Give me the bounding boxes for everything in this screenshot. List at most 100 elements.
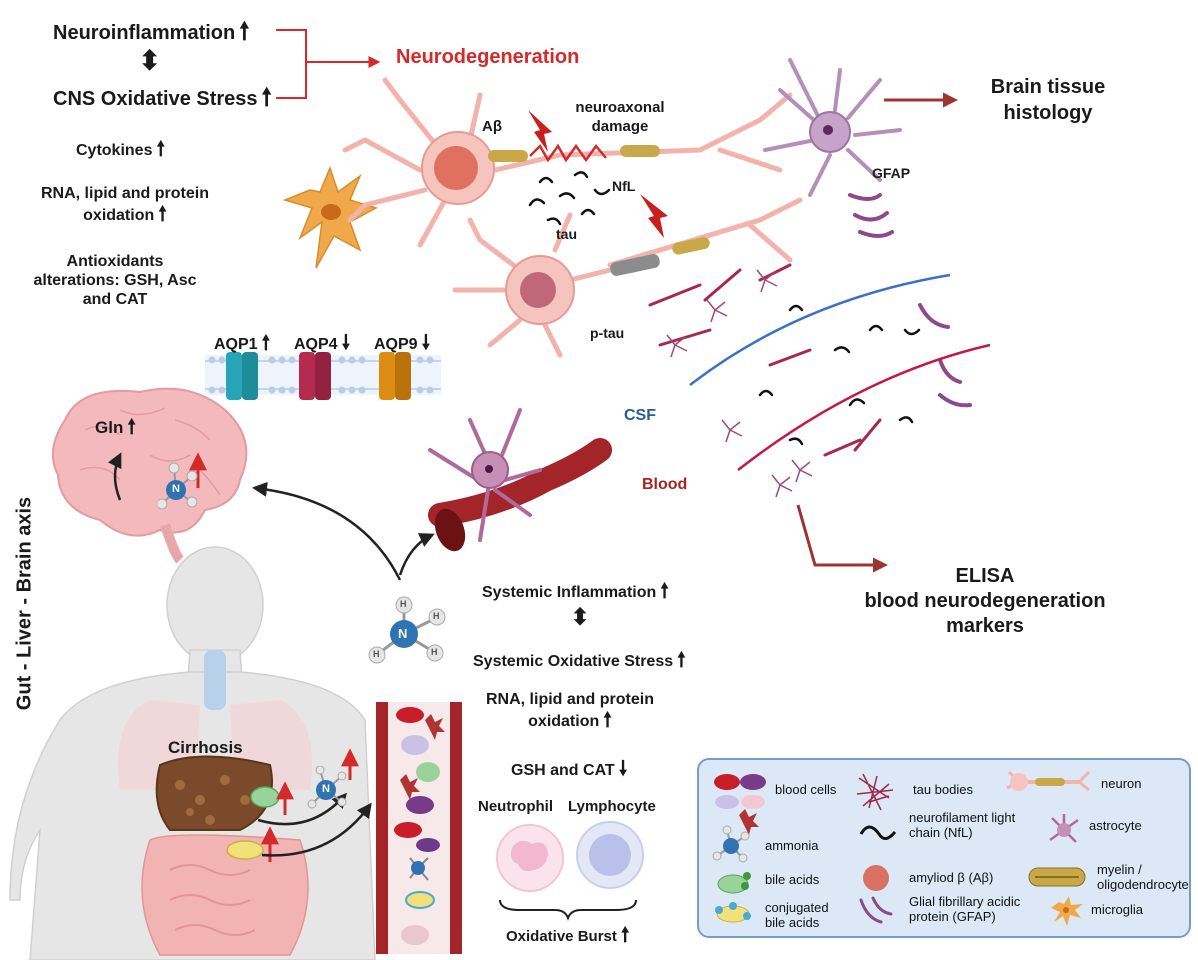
elisa-line-2: blood neurodegeneration xyxy=(864,590,1106,612)
legend-amyloid: amyliod β (Aβ) xyxy=(909,870,994,885)
legend-neuron-icon xyxy=(1006,770,1091,792)
ammonia-arrows xyxy=(252,481,435,581)
legend-ammonia: ammonia xyxy=(765,838,819,853)
oxidative-burst-brace xyxy=(499,899,637,921)
legend-nfl-icon xyxy=(859,825,897,840)
down-arrow-icon: 🠗 xyxy=(341,332,351,354)
gut-arrows xyxy=(257,748,372,857)
aqp9-channel xyxy=(379,352,411,400)
ammonia-molecule: N H H H H xyxy=(364,596,454,666)
systemic-oxidative-stress-label: Systemic Oxidative Stress🠕 xyxy=(473,645,686,679)
organs xyxy=(118,650,312,956)
legend-ammonia-icon xyxy=(712,825,750,863)
neuroaxonal-line-2: damage xyxy=(591,118,649,135)
blood-label: Blood xyxy=(642,476,688,493)
legend-amyloid-icon xyxy=(863,865,889,891)
aqp1-channel xyxy=(226,352,258,400)
elisa-line-1: ELISA xyxy=(955,565,1015,587)
biomarker-fragments xyxy=(648,263,921,498)
neuroaxonal-line-1: neuroaxonal xyxy=(575,99,665,116)
aqp9-label: AQP9🠗 xyxy=(374,328,430,362)
microglia-cell xyxy=(282,165,378,269)
lymphocyte-cell xyxy=(576,821,644,889)
systemic-oxidation-label: RNA, lipid and protein oxidation🠕 xyxy=(470,690,670,732)
legend-myelin-icon xyxy=(1028,867,1086,887)
up-arrow-icon: 🠕 xyxy=(620,924,630,946)
bidirectional-arrow-icon: ⬍ xyxy=(570,604,591,631)
histology-line-2: histology xyxy=(1003,102,1093,124)
legend-gfap: Glial fibrillary acidic protein (GFAP) xyxy=(909,894,1020,924)
neurodegeneration-bracket xyxy=(276,29,381,99)
systemic-oxidation-line-1: RNA, lipid and protein xyxy=(486,691,654,708)
gut-liver-brain-axis-label: Gut - Liver - Brain axis xyxy=(13,496,36,711)
down-arrow-icon: 🠗 xyxy=(618,758,628,780)
gfap-label: GFAP xyxy=(872,165,911,181)
up-arrow-icon: 🠕 xyxy=(677,649,686,671)
cirrhosis-label: Cirrhosis xyxy=(168,738,243,757)
hydrogen-atom-label: H xyxy=(431,647,438,657)
legend-astrocyte: astrocyte xyxy=(1089,818,1142,833)
brain-illustration xyxy=(51,387,248,564)
legend-bile-acids: bile acids xyxy=(765,872,820,887)
ammonia-in-vessel xyxy=(409,857,429,881)
legend-gfap-line-2: protein (GFAP) xyxy=(909,909,996,924)
neuron-amyloid xyxy=(342,77,793,248)
nitrogen-atom-label: N xyxy=(322,783,330,795)
nfl-fragments xyxy=(528,171,611,226)
aqp4-label: AQP4🠗 xyxy=(294,328,350,362)
ammonia-brain-molecule: N xyxy=(158,462,208,512)
hydrogen-atom-label: H xyxy=(433,611,440,621)
legend-box: blood cells ammonia bile acids conjugate… xyxy=(697,758,1191,938)
tau-label: tau xyxy=(556,226,577,242)
nitrogen-atom-label: N xyxy=(398,626,408,641)
neutrophil-cell xyxy=(496,824,564,892)
brain-oxidation-line-1: RNA, lipid and protein xyxy=(41,185,209,202)
legend-bile-acids-icon xyxy=(717,872,751,894)
elisa-label: ELISA blood neurodegeneration markers xyxy=(820,564,1150,639)
up-arrow-icon: 🠕 xyxy=(156,138,166,160)
legend-tau-bodies-icon xyxy=(856,773,894,811)
antioxidants-line-2: alterations: GSH, Asc xyxy=(33,272,197,289)
neuron-tau xyxy=(452,194,803,358)
legend-nfl: neurofilament light chain (NfL) xyxy=(909,810,1015,840)
neurodegeneration-label: Neurodegeneration xyxy=(396,46,580,68)
legend-nfl-line-1: neurofilament light xyxy=(909,810,1016,825)
up-arrow-icon: 🠕 xyxy=(603,709,612,731)
up-arrow-icon: 🠕 xyxy=(660,580,669,602)
antioxidants-line-1: Antioxidants xyxy=(66,253,164,270)
antioxidants-line-3: and CAT xyxy=(82,291,148,308)
astrocyte-top xyxy=(763,58,902,197)
hydrogen-atom-label: H xyxy=(400,599,407,609)
legend-conjugated-line-1: conjugated xyxy=(765,900,829,915)
nfl-label: NfL xyxy=(612,178,636,194)
systemic-oxidation-line-2: oxidation🠕 xyxy=(528,709,612,731)
neuroaxonal-damage-label: neuroaxonal damage xyxy=(565,98,675,136)
up-arrow-icon: 🠕 xyxy=(158,203,167,225)
up-arrow-icon: 🠕 xyxy=(127,416,136,438)
legend-myelin-line-1: myelin / xyxy=(1097,862,1142,877)
legend-blood-cells-icon xyxy=(714,774,766,835)
brain-oxidation-label: RNA, lipid and protein oxidation🠕 xyxy=(30,184,220,226)
hydrogen-atom-label: H xyxy=(373,649,380,659)
systemic-inflammation-label: Systemic Inflammation🠕 xyxy=(482,576,669,610)
ammonia-brain-bonds xyxy=(158,462,198,510)
nitrogen-atom-label: N xyxy=(172,483,180,495)
gfap-fragments xyxy=(848,193,972,408)
legend-gfap-icon xyxy=(859,896,893,924)
csf-label: CSF xyxy=(624,407,656,424)
elisa-arrow xyxy=(796,504,888,573)
p-tau-label: p-tau xyxy=(590,325,625,341)
legend-tau-bodies: tau bodies xyxy=(913,782,973,797)
legend-neuron: neuron xyxy=(1101,776,1142,791)
legend-conjugated-bile-acids-icon xyxy=(715,902,751,923)
up-arrow-icon: 🠕 xyxy=(261,332,271,354)
brain-oxidation-line-2: oxidation🠕 xyxy=(83,203,167,225)
legend-icons xyxy=(712,770,1091,926)
aqp1-label: AQP1🠕 xyxy=(214,328,270,362)
legend-microglia: microglia xyxy=(1091,902,1144,917)
bidirectional-arrow-icon: ⬍ xyxy=(138,45,162,76)
ammonia-liver-bonds xyxy=(307,766,347,809)
up-arrow-icon: 🠕 xyxy=(239,18,250,45)
lymphocyte-label: Lymphocyte xyxy=(568,798,656,815)
